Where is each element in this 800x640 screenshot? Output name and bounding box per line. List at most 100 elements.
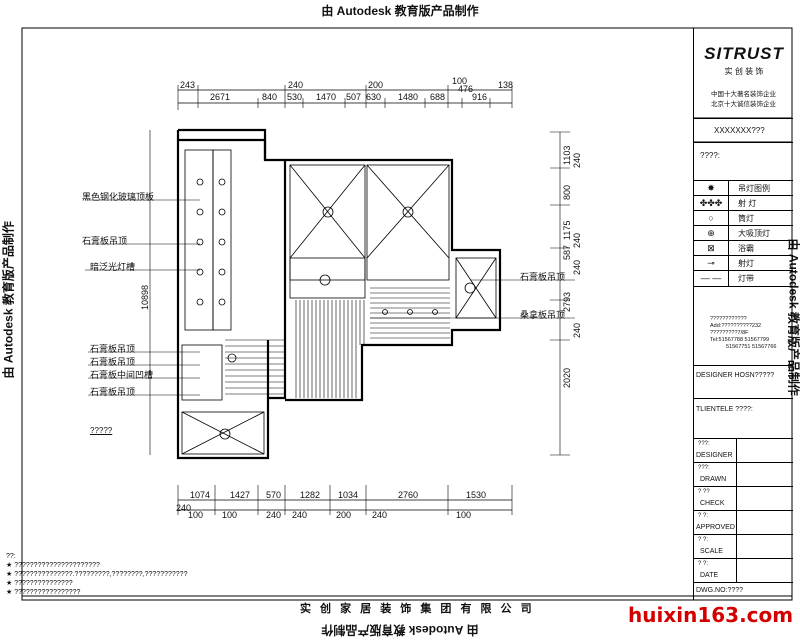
legend-row: — — 灯带 [694,270,793,287]
legend-name: 大吸顶灯 [738,229,770,238]
address-line: ?????????7/8F [710,330,749,336]
company-name: 实 创 家 居 装 饰 集 团 有 限 公 司 [300,603,535,615]
label-gypsum-1: 石膏板吊顶 [82,236,128,246]
watermark-top: 由 Autodesk 教育版产品制作 [321,4,479,18]
legend-row: ○ 筒灯 [694,210,793,226]
sign-en: DATE [700,572,719,579]
sign-en: CHECK [700,500,725,507]
address-line: Add:??????????232 [710,323,762,329]
dim-left: 10898 [140,284,150,310]
address-line: ???????????? [710,316,747,322]
dim-right-3: 800 [562,184,572,200]
sign-divider [736,438,737,582]
label-gypsum-3: 石膏板吊顶 [90,357,136,367]
legend-name: 浴霸 [738,244,754,253]
sign-cn: ???: [698,441,710,447]
project-row: XXXXXXX??? [694,118,793,143]
dim-top2-2: 840 [262,92,278,102]
label-light-trough: 暗泛光灯槽 [90,262,136,272]
project-name: XXXXXXX??? [714,126,765,135]
tagline-2: 北京十大诚信装饰企业 [711,101,776,108]
dim-bottom-7: 1530 [466,490,487,500]
sign-row: ? ?? CHECK [694,486,793,511]
dim-bottom2-7: 240 [372,510,388,520]
note-line: ★ ?????????????????????? [6,562,100,569]
dim-top-4: 100 [452,76,468,86]
dim-bottom-3: 570 [266,490,282,500]
dim-top2-1: 2671 [210,92,231,102]
legend-name: 射 灯 [738,199,757,208]
logo-subtitle: 实 创 装 饰 [724,67,764,76]
dim-right-10: 2020 [562,367,572,388]
sign-en: DESIGNER [696,452,733,459]
spot-icon: ✤✤✤ [699,198,723,208]
dim-top2-3: 530 [287,92,303,102]
dim-top2-8: 688 [430,92,446,102]
sign-row: ? ?: APPROVED [694,510,793,535]
lightstrip-icon: — — [700,273,722,283]
sign-cn: ? ?? [698,489,710,495]
dim-top2-5: 507 [346,92,362,102]
dim-bottom2-3: 100 [222,510,238,520]
dim-right-7: 240 [572,259,582,275]
tagline-1: 中国十大著名装饰企业 [711,91,776,98]
sign-cn: ???: [698,465,710,471]
sign-cn: ? ?: [698,561,709,567]
note-line: ★ ??????????????? [6,580,73,587]
spotlight-icon: ⊸ [707,258,715,268]
legend-name: 吊灯图例 [738,184,770,193]
site-watermark: huixin163.com [628,603,794,627]
dim-bottom-5: 1034 [338,490,359,500]
dim-top2-9: 476 [458,84,474,94]
pendant-icon: ✸ [707,183,715,193]
legend-name: 筒灯 [738,214,754,223]
dim-bottom-1: 1074 [190,490,211,500]
dim-right-2: 240 [572,152,582,168]
dim-top2-4: 1470 [316,92,337,102]
dim-right-9: 240 [572,322,582,338]
dim-top-5: 138 [498,80,514,90]
designer-row: DESIGNER HOSN????? [694,365,793,386]
downlight-icon: ○ [708,213,714,223]
label-gypsum-groove: 石膏板中间凹槽 [90,370,154,380]
sign-row: ? ?: SCALE [694,534,793,559]
dim-top-3: 200 [368,80,384,90]
notes-title: ??: [6,553,16,560]
sign-en: DRAWN [700,476,727,483]
dim-bottom-2: 1427 [230,490,251,500]
dim-top2-7: 1480 [398,92,419,102]
field1-label: ????: [700,151,721,160]
dim-bottom-6: 2760 [398,490,419,500]
dwg-row: DWG.NO:???? [694,582,793,600]
label-sauna-board: 桑拿板吊顶 [520,310,566,320]
dim-bottom2-6: 200 [336,510,352,520]
sign-row: ? ?: DATE [694,558,793,583]
label-gypsum-2: 石膏板吊顶 [90,344,136,354]
legend-name: 灯带 [738,274,754,283]
dim-top-2: 240 [288,80,304,90]
dim-bottom2-8: 100 [456,510,472,520]
address-block: ???????????? Add:??????????232 ?????????… [710,316,776,351]
dim-top2-10: 916 [472,92,488,102]
legend-row: ⊕ 大吸顶灯 [694,225,793,241]
legend-row: ⊸ 射灯 [694,255,793,271]
dim-top2-6: 630 [366,92,382,102]
dim-right-4: 1175 [562,220,572,240]
client-row: TLIENTELE ????: [694,398,793,421]
bath-heater-icon: ⊠ [707,243,715,253]
label-glass-panel: 黑色钢化玻璃顶板 [82,192,155,202]
address-line: Tel:51567788 51567799 [710,337,770,343]
legend-row: ✤✤✤ 射 灯 [694,195,793,211]
company-logo: SITRUST [704,44,784,63]
legend-row: ⊠ 浴霸 [694,240,793,256]
sign-row: ???: DRAWN [694,462,793,487]
dim-bottom2-4: 240 [266,510,282,520]
dim-right-5: 240 [572,232,582,248]
label-gypsum-4: 石膏板吊顶 [90,387,136,397]
sign-cn: ? ?: [698,537,709,543]
ceiling-light-icon: ⊕ [707,228,715,238]
dim-bottom2-5: 240 [292,510,308,520]
note-line: ★ ????????????????? [6,589,81,596]
sign-en: APPROVED [696,524,735,531]
dim-right-1: 1103 [562,145,572,165]
